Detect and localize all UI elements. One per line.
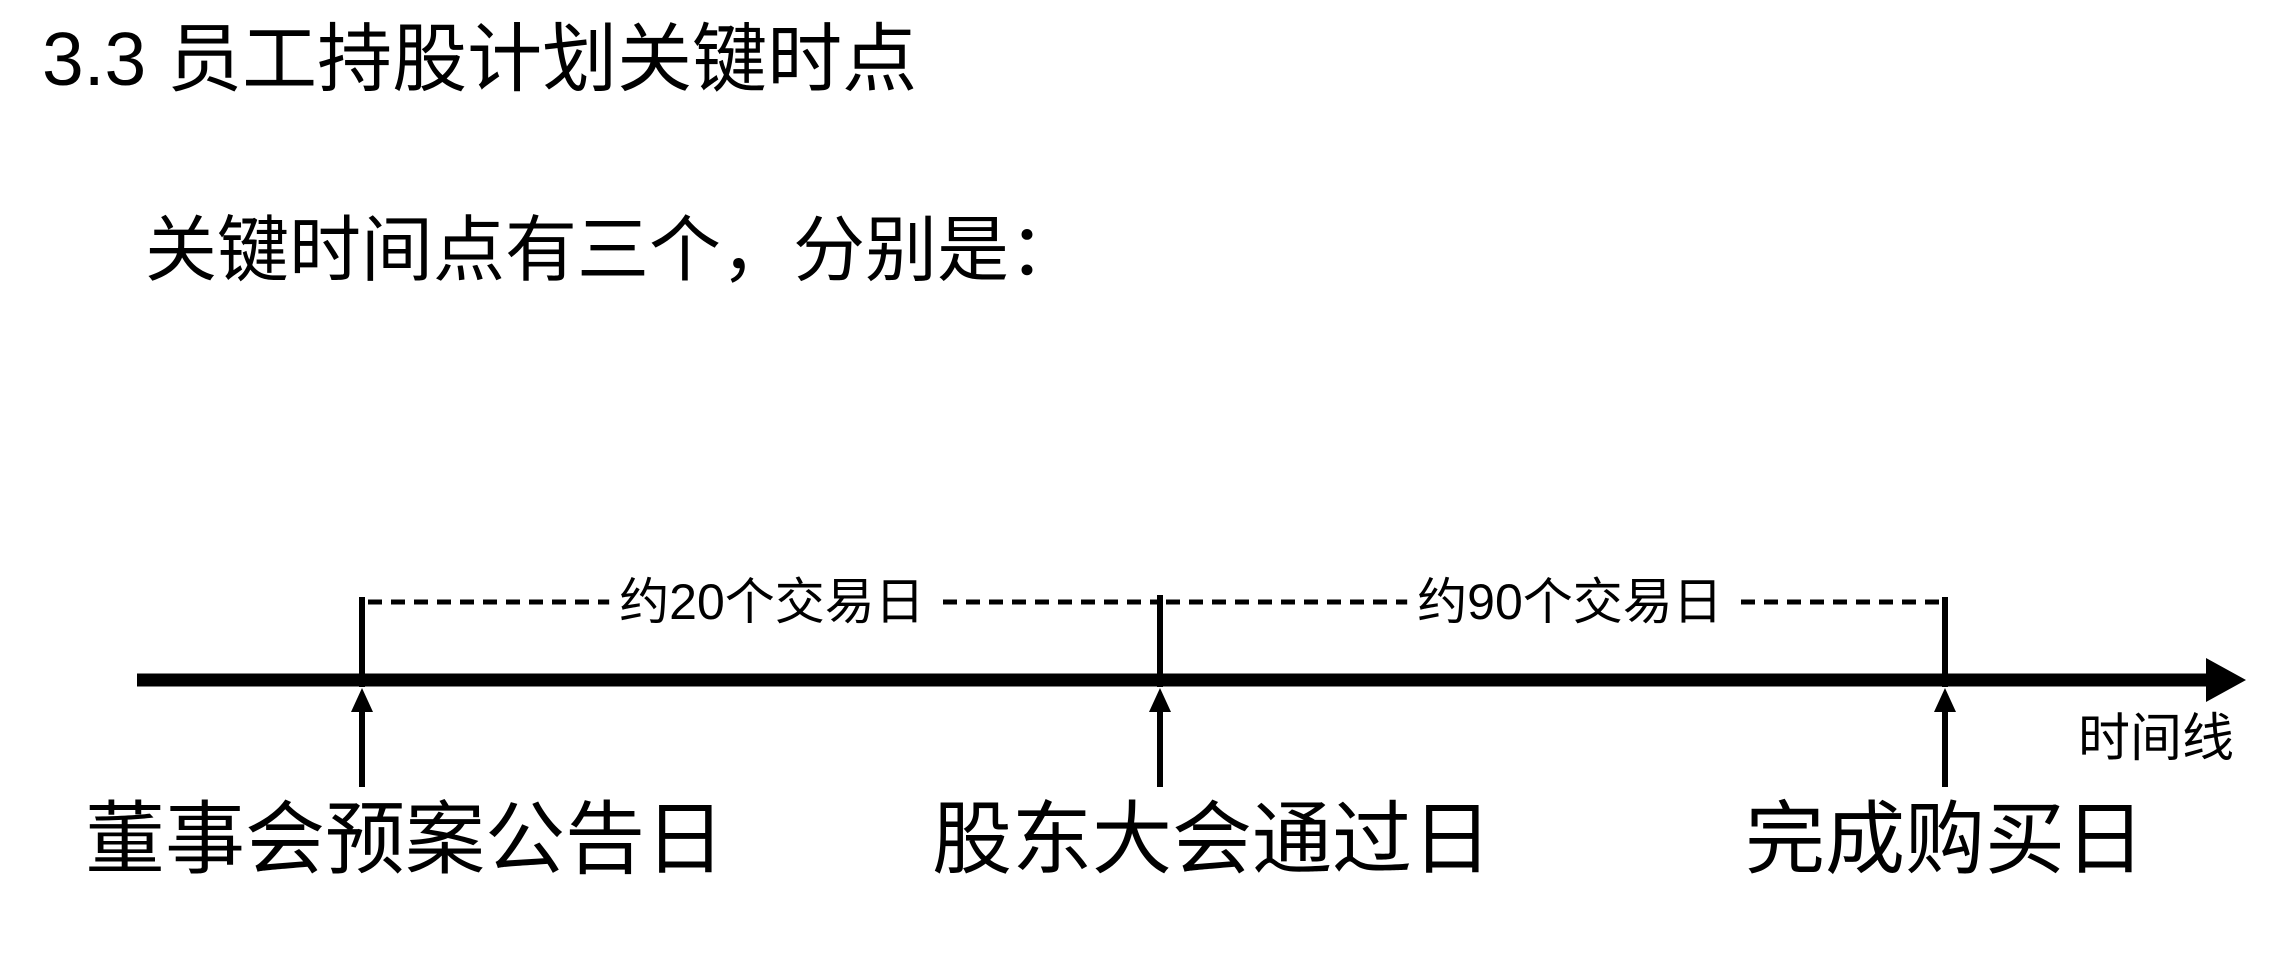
- axis-label-timeline: 时间线: [2078, 710, 2235, 768]
- arrow-up-icon-2: [1149, 688, 1171, 787]
- event-label-board-proposal-announcement-date: 董事会预案公告日: [85, 795, 725, 884]
- arrow-up-icon-3: [1934, 688, 1956, 787]
- intro-text: 关键时间点有三个，分别是：: [145, 211, 1082, 291]
- event-label-shareholder-meeting-approval-date: 股东大会通过日: [932, 795, 1492, 884]
- event-label-purchase-completion-date: 完成购买日: [1745, 795, 2145, 884]
- arrow-right-icon: [2206, 658, 2246, 702]
- interval-label-20-trading-days: 约20个交易日: [609, 576, 935, 629]
- arrow-up-icon-1: [351, 688, 373, 787]
- interval-label-90-trading-days: 约90个交易日: [1407, 576, 1733, 629]
- section-title: 3.3 员工持股计划关键时点: [42, 17, 918, 101]
